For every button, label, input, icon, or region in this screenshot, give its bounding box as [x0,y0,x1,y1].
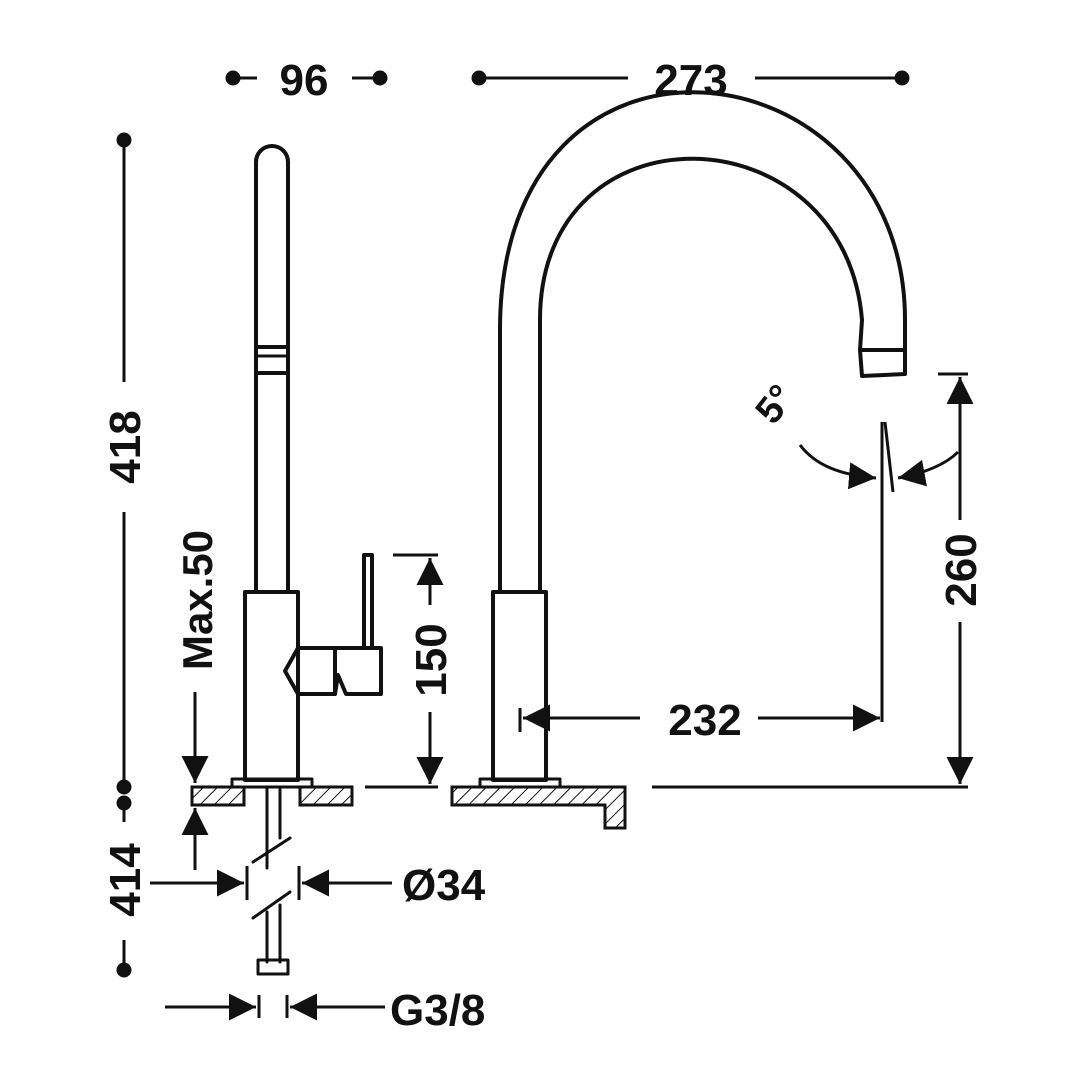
dim-96-dot-right [372,70,388,86]
side-pipe-break [251,836,292,920]
label-hole-diameter: Ø34 [402,861,486,910]
label-reach-total: 273 [654,56,727,105]
deck-hatch-left-a [190,785,246,807]
deck-hatch-right [450,785,627,830]
dimension-labels: 96 273 418 414 Max.50 150 260 232 5° Ø34… [101,56,986,1035]
deck-hatch-left-b [298,785,354,807]
side-body [243,590,300,782]
dim-273-dot-right [894,70,910,86]
side-spout-ring [254,345,290,375]
side-connector-nut [256,958,290,976]
countertop [190,785,968,830]
front-body [491,590,548,782]
side-supply-pipe-upper [265,785,282,870]
label-angle: 5° [748,377,803,431]
dim-418-dot-bottom [116,779,132,795]
label-width-side: 96 [280,56,329,105]
dim-angle-arc-left [798,444,877,490]
front-spout-outer [498,90,907,594]
label-below-deck: 414 [101,843,150,917]
side-handle-stem [362,553,374,650]
faucet-front-view [478,90,907,789]
side-supply-pipe-lower [265,903,282,964]
dim-414-dot-bottom [116,962,132,978]
front-spout-inner [538,156,864,594]
side-spout-tube [254,144,290,594]
dimension-lines [116,70,974,1021]
faucet-side-view [230,144,383,976]
side-lever [333,646,383,696]
dim-angle-arc-right [897,450,960,487]
label-spout-reach: 232 [668,696,741,745]
side-base-plate [230,777,314,789]
label-spout-height: 260 [937,533,986,606]
label-connection: G3/8 [390,986,485,1035]
label-height-total: 418 [101,410,150,483]
front-base-plate [478,777,562,789]
label-deck-thickness: Max.50 [174,530,221,670]
front-aerator [858,318,907,378]
side-lever-housing [283,646,337,696]
label-handle-height: 150 [407,623,456,696]
dim-angle-tilted-line [883,421,895,493]
